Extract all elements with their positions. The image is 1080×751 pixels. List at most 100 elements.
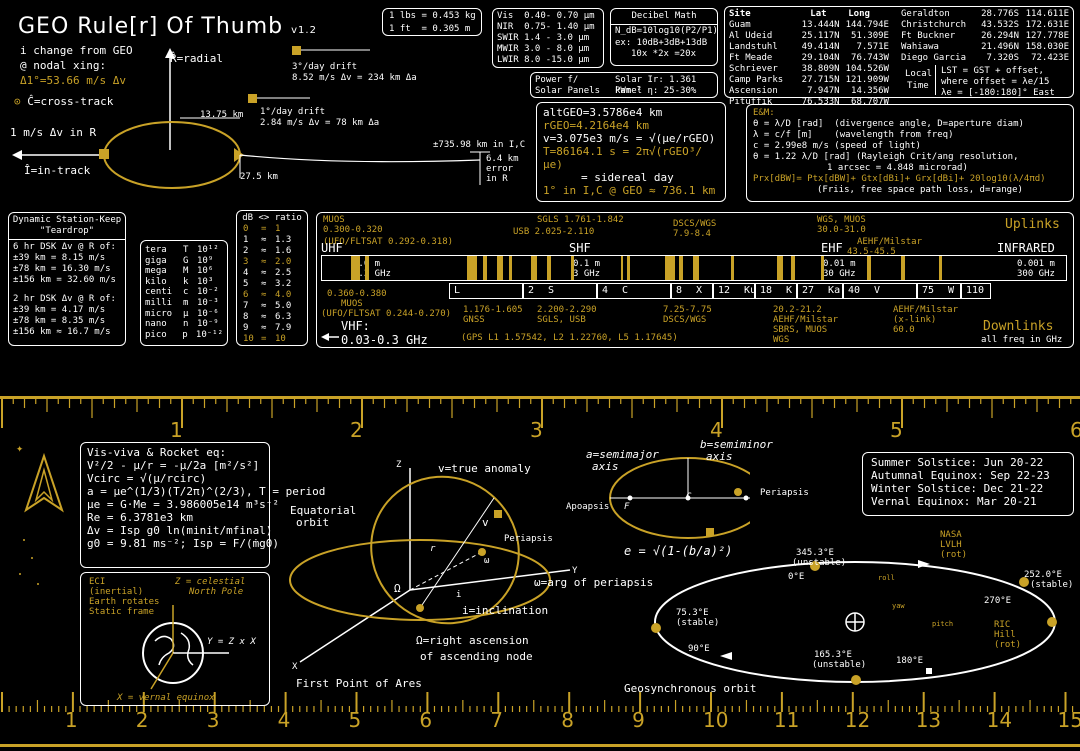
intrack-label: Î=in-track bbox=[24, 164, 91, 177]
space-logo-icon: ✦ bbox=[16, 441, 64, 585]
site-long: 7.571E bbox=[856, 42, 889, 52]
site-lat: 43.532S bbox=[981, 20, 1019, 30]
band-allocation bbox=[571, 256, 574, 280]
site-long: 144.794E bbox=[845, 20, 889, 30]
db-op: ≈ bbox=[261, 312, 267, 322]
season-row: Summer Solstice: Jun 20-22 bbox=[871, 456, 1044, 469]
db-value: 4 bbox=[243, 268, 249, 278]
visviva-row: V²/2 - μ/r = -μ/2a [m²/s²] bbox=[87, 459, 260, 472]
season-row: Winter Solstice: Dec 21-22 bbox=[871, 482, 1044, 495]
site-lat: 27.715N bbox=[801, 75, 840, 85]
band-allocation bbox=[351, 256, 357, 280]
db-row: 9≈7.9 bbox=[243, 323, 301, 334]
db-ratio: 6.3 bbox=[275, 312, 292, 322]
aehf-xlink-2: (x-link) bbox=[893, 315, 937, 325]
eci-box: ECI (inertial) Earth rotates Static fram… bbox=[80, 572, 270, 706]
visviva-row: a = μe^(1/3)(T/2π)^(2/3), T = period bbox=[87, 485, 326, 498]
site-long: 158.030E bbox=[1025, 42, 1069, 52]
em-l7: (Friis, free space path loss, d=range) bbox=[817, 185, 1023, 195]
ruler-cm-label: 10 bbox=[703, 708, 729, 732]
vhf-range: 0.03-0.3 GHz bbox=[341, 333, 428, 347]
local-label-2: Time bbox=[907, 81, 929, 91]
db-row: 6≈4.0 bbox=[243, 290, 301, 301]
prefix-power: 10⁻¹² bbox=[195, 329, 223, 340]
band-allocation bbox=[531, 256, 537, 280]
scale-01m: 0.1 m bbox=[573, 259, 601, 269]
center-label: C bbox=[686, 492, 692, 502]
aehf-xlink: AEHF/Milstar bbox=[893, 305, 959, 315]
geo-90e: 90°E bbox=[688, 644, 710, 654]
spectrum-rows: Vis 0.40- 0.70 μm NIR 0.75- 1.40 μm SWIR… bbox=[493, 9, 603, 68]
ruler-inch-label: 3 bbox=[530, 418, 543, 442]
db-value: 7 bbox=[243, 301, 249, 311]
site-long: 172.631E bbox=[1025, 20, 1069, 30]
db-ratio: 1 bbox=[275, 224, 281, 234]
ruler-inch-label: 1 bbox=[170, 418, 183, 442]
eci-x: X = vernal equinox bbox=[117, 693, 215, 703]
band-cell-label: W bbox=[948, 285, 955, 296]
band-cell-label: L bbox=[454, 285, 461, 296]
site-lat: 29.104N bbox=[801, 53, 840, 63]
vhf-label: VHF: bbox=[341, 319, 370, 333]
band-cell-label: X bbox=[696, 285, 703, 296]
band-cell-label: 27 bbox=[802, 285, 815, 296]
frequency-bar bbox=[321, 255, 1067, 281]
aehf-up-range: 43.5-45.5 bbox=[847, 247, 896, 257]
geo-165-unstable: (unstable) bbox=[812, 660, 867, 670]
downlinks-label: Downlinks bbox=[983, 319, 1054, 334]
allfreq-label: all freq in GHz bbox=[981, 335, 1063, 345]
band-allocation bbox=[901, 256, 905, 280]
band-allocation bbox=[483, 256, 487, 280]
error-line3: in R bbox=[486, 174, 508, 184]
muos-up: MUOS bbox=[323, 215, 345, 225]
ruler-cm-label: 4 bbox=[277, 708, 291, 732]
db-row: 4≈2.5 bbox=[243, 268, 301, 279]
crosstrack-legend: ⊙ Ĉ=cross-track bbox=[14, 95, 114, 108]
gps-freqs: (GPS L1 1.57542, L2 1.22760, L5 1.17645) bbox=[461, 333, 678, 343]
sgls-up: SGLS 1.761-1.842 bbox=[537, 215, 624, 225]
db-op: = bbox=[261, 224, 267, 234]
band-allocation bbox=[867, 256, 871, 280]
dsk-box: Dynamic Station-Keep "Teardrop" 6 hr DSK… bbox=[8, 212, 126, 346]
ruler-cm-label: 5 bbox=[348, 708, 362, 732]
ruler-cm-label: 12 bbox=[844, 708, 871, 732]
db-row: 7≈5.0 bbox=[243, 301, 301, 312]
drift3-line2: 8.52 m/s Δv = 234 km Δa bbox=[292, 73, 417, 83]
ufo-down: (UFO/FLTSAT 0.244-0.270) bbox=[321, 309, 452, 319]
prefix-power: 10¹² bbox=[197, 245, 219, 255]
prefix-name: micro bbox=[145, 308, 173, 319]
site-name: Ft Meade bbox=[729, 53, 773, 63]
radial-label: R̂=radial bbox=[170, 52, 223, 65]
dsk-row: ±39 km = 8.15 m/s bbox=[13, 253, 106, 263]
site-long: 72.423E bbox=[1031, 53, 1069, 63]
db-value: 0 bbox=[243, 224, 249, 234]
spectrum-row: SWIR 1.4 - 3.0 μm bbox=[497, 33, 590, 43]
site-long: 68.707W bbox=[851, 97, 889, 107]
prefix-symbol: μ bbox=[183, 308, 189, 319]
decibel-l1: N_dB=10log10(P2/P1) bbox=[615, 26, 718, 36]
site-name: Ascension bbox=[729, 86, 778, 96]
prefix-name: centi bbox=[145, 287, 173, 298]
r-symbol: r bbox=[430, 544, 436, 554]
shf-label: SHF bbox=[569, 241, 591, 255]
geosync-diagram bbox=[651, 560, 1057, 685]
first-point-ares: First Point of Ares bbox=[296, 677, 422, 690]
db-value: 8 bbox=[243, 312, 249, 322]
band-allocation bbox=[939, 256, 942, 280]
pitch-label: pitch bbox=[932, 620, 954, 628]
roll-label: roll bbox=[878, 574, 895, 582]
visviva-box: Vis-viva & Rocket eq: V²/2 - μ/r = -μ/2a… bbox=[80, 442, 326, 568]
dsk-row: ±156 km ≈ 16.7 m/s bbox=[13, 327, 111, 337]
muos-up-range: 0.300-0.320 bbox=[323, 225, 383, 235]
